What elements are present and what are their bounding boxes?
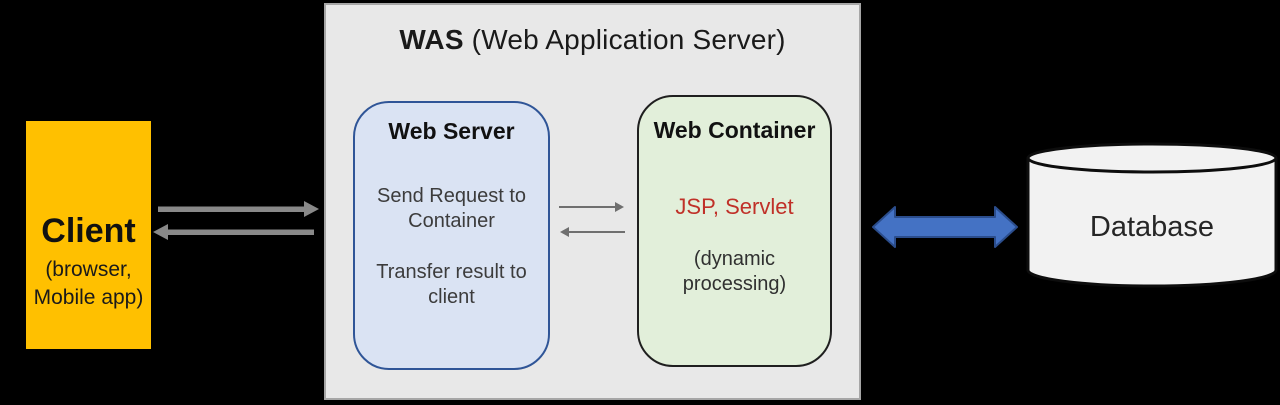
web-server-box: Web Server Send Request to Container Tra… [353, 101, 550, 370]
client-subtitle: (browser, Mobile app) [33, 258, 144, 309]
client-title: Client [41, 212, 136, 250]
web-server-text-1: Send Request to Container [377, 185, 526, 232]
client-box: Client (browser, Mobile app) [26, 121, 151, 349]
arrow-was-database-icon [872, 206, 1018, 248]
was-panel-title: WAS (Web Application Server) [324, 24, 861, 56]
web-container-tech: JSP, Servlet [675, 194, 794, 219]
database-cylinder-icon [1026, 142, 1278, 288]
web-container-box: Web Container JSP, Servlet (dynamic proc… [637, 95, 832, 367]
database-label: Database [1089, 211, 1215, 243]
web-server-title: Web Server [388, 118, 515, 144]
arrow-was-to-client-icon [153, 224, 314, 240]
was-title-bold: WAS [399, 24, 464, 55]
web-container-title: Web Container [653, 117, 816, 143]
arrow-client-to-was-icon [158, 201, 319, 217]
web-server-text-2: Transfer result to client [376, 261, 527, 308]
was-title-rest: (Web Application Server) [463, 24, 786, 55]
web-container-note: (dynamic processing) [682, 248, 787, 295]
arrow-container-to-server-icon [560, 227, 625, 237]
arrow-server-to-container-icon [559, 202, 624, 212]
